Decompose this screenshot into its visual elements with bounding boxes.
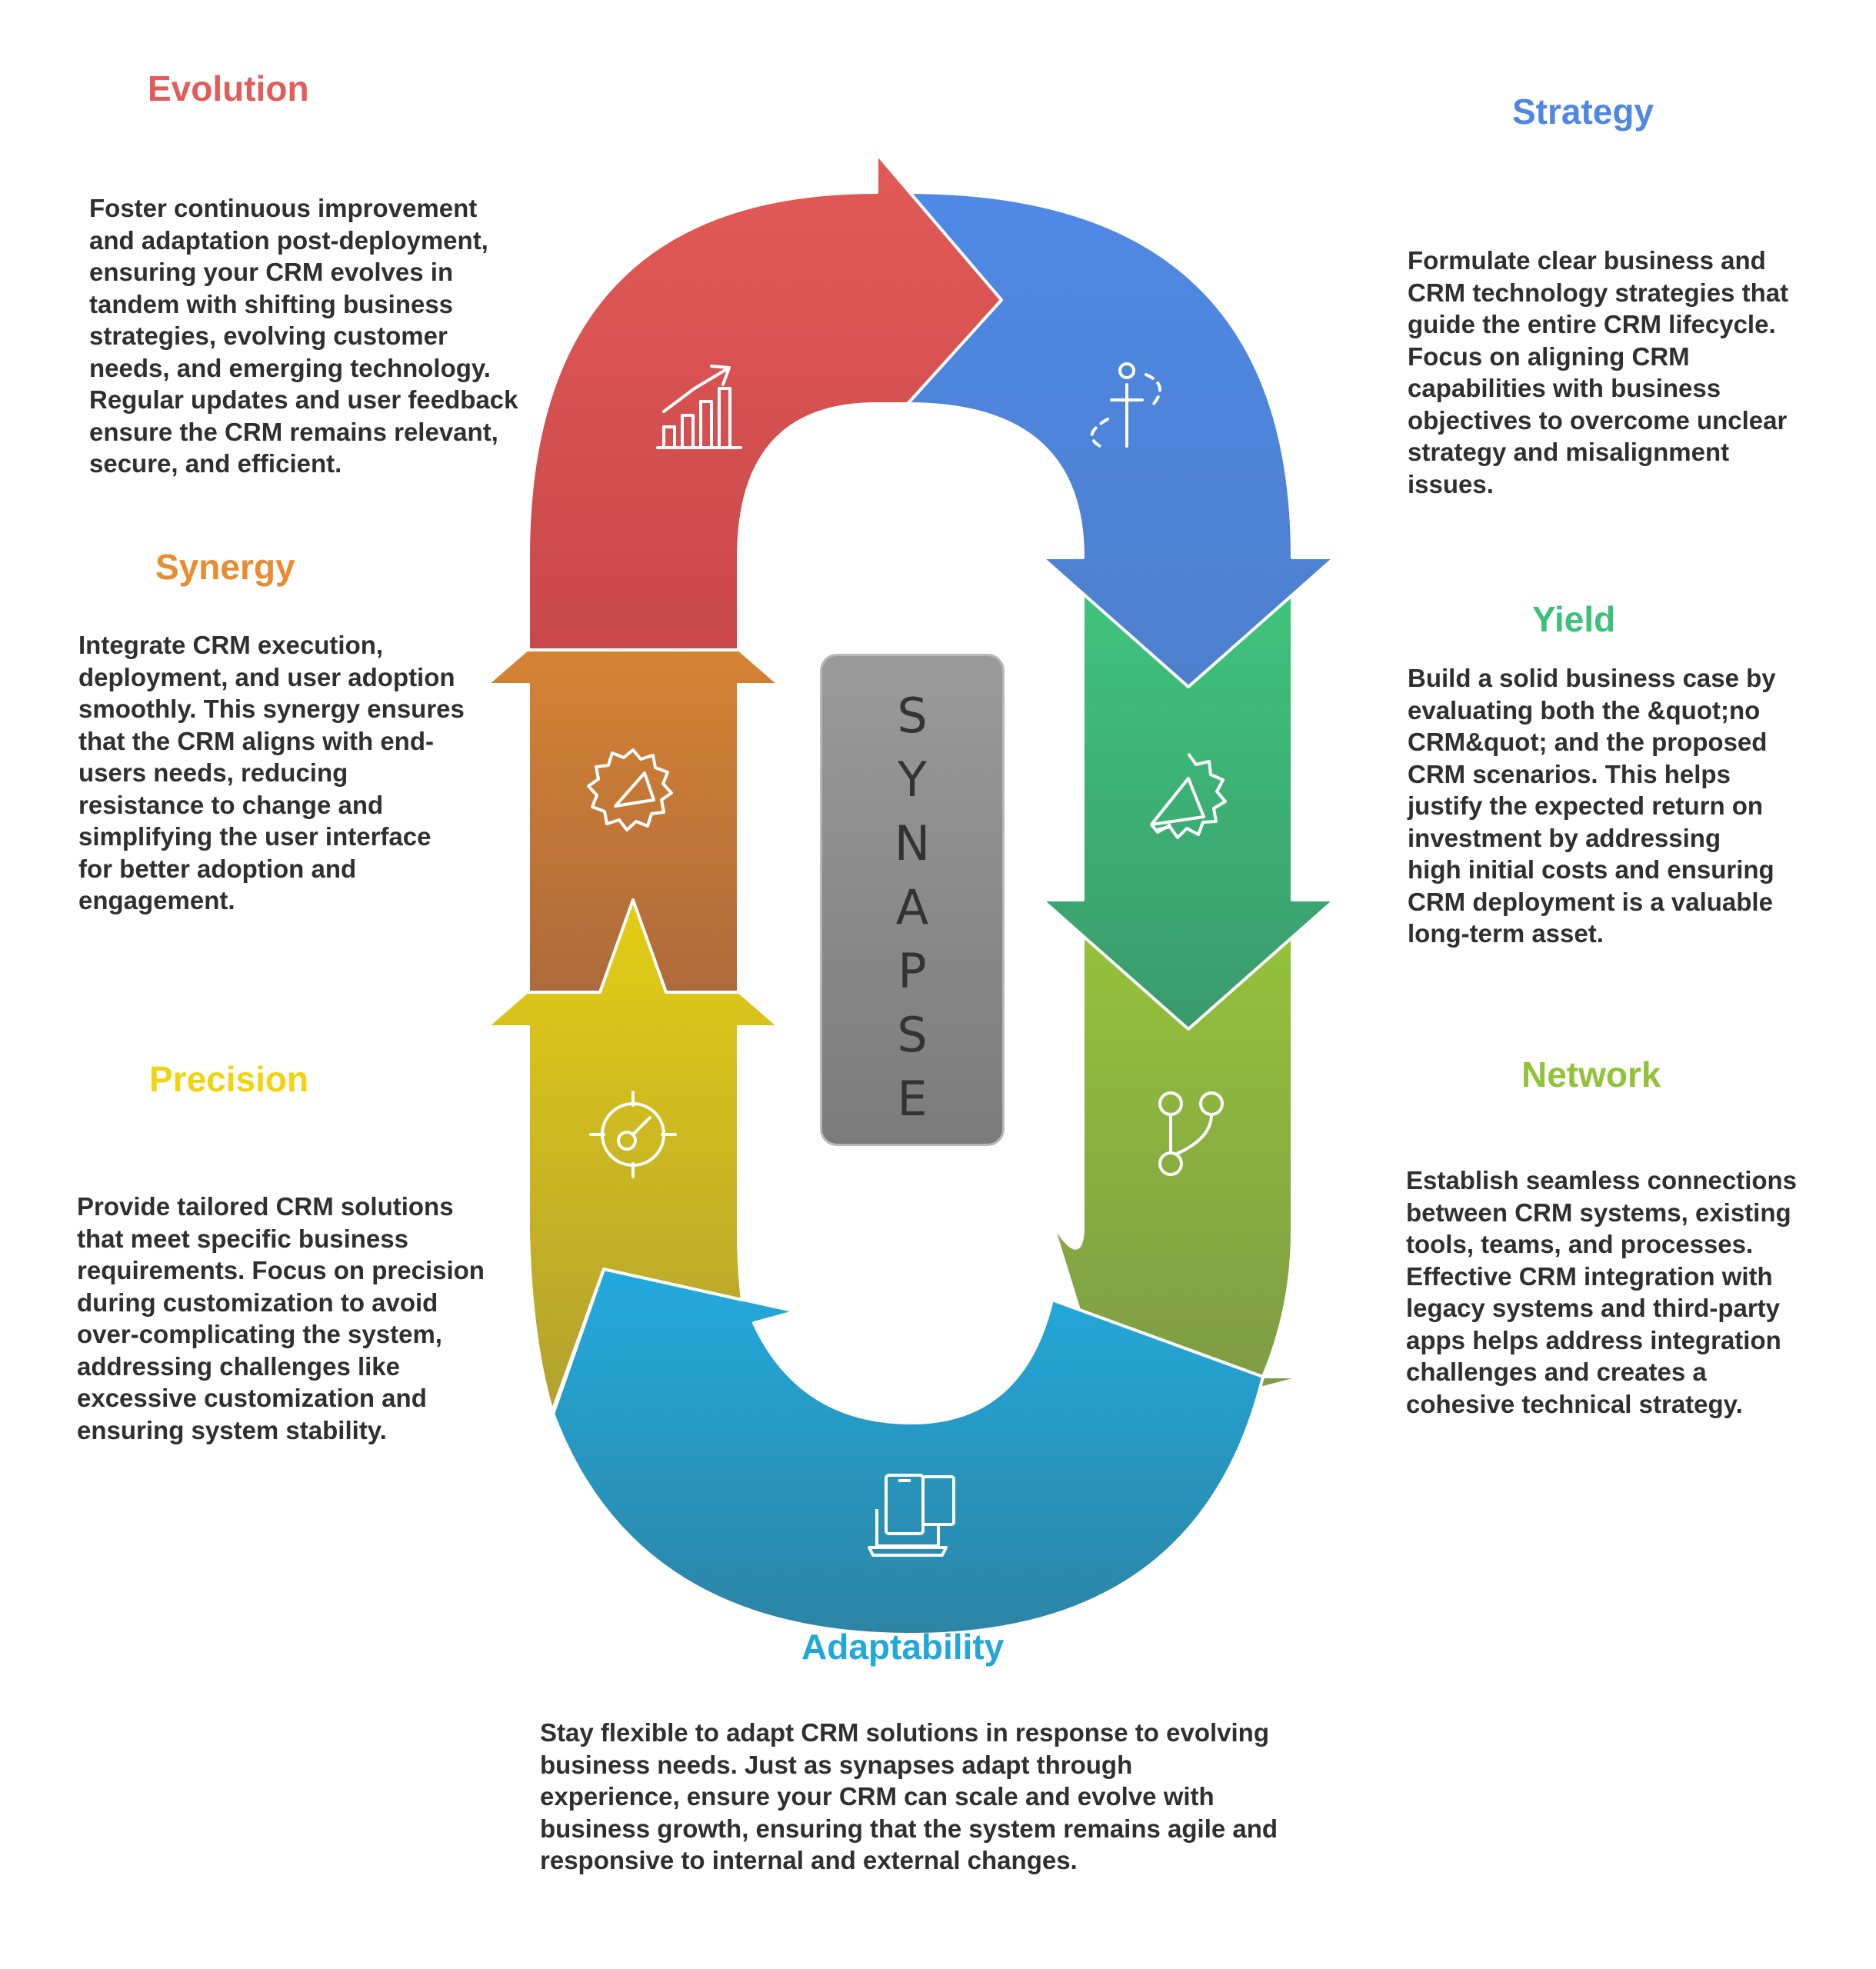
synapse-letter: Y xyxy=(898,751,927,808)
yield-description: Build a solid business case by evaluatin… xyxy=(1408,664,1776,948)
network-title: Network xyxy=(1521,1054,1661,1094)
evolution-arrow-segment xyxy=(527,152,1003,651)
precision-description: Provide tailored CRM solutions that meet… xyxy=(77,1192,485,1444)
strategy-arrow-segment xyxy=(906,191,1336,688)
synapse-letter: A xyxy=(895,879,929,935)
synapse-letter: E xyxy=(897,1071,928,1127)
synapse-letter: P xyxy=(898,943,927,999)
adaptability-description: Stay flexible to adapt CRM solutions in … xyxy=(540,1718,1278,1874)
megaphone-badge-icon xyxy=(1150,752,1227,839)
precision-title: Precision xyxy=(149,1059,309,1099)
strategy-description: Formulate clear business and CRM technol… xyxy=(1408,246,1789,498)
synergy-description: Integrate CRM execution, deployment, and… xyxy=(78,631,465,915)
network-arrow-segment xyxy=(1051,933,1305,1428)
branch-icon xyxy=(1158,1091,1224,1176)
yield-title: Yield xyxy=(1532,599,1616,639)
devices-icon xyxy=(868,1474,955,1557)
growth-chart-icon xyxy=(656,365,742,449)
yield-arrow-segment xyxy=(1041,591,1336,1031)
evolution-description: Foster continuous improvement and adapta… xyxy=(89,194,518,478)
direction-arrow-icon xyxy=(1090,362,1161,448)
network-description: Establish seamless connections between C… xyxy=(1406,1166,1798,1418)
adaptability-title: Adaptability xyxy=(801,1627,1005,1667)
synapse-letter: S xyxy=(897,688,928,744)
strategy-title: Strategy xyxy=(1512,92,1654,132)
synapse-letter: N xyxy=(894,815,931,871)
precision-arrow-segment xyxy=(485,898,781,1413)
adaptability-arrow-segment xyxy=(537,1268,1265,1636)
target-icon xyxy=(589,1091,677,1178)
evolution-title: Evolution xyxy=(148,68,309,108)
gear-megaphone-icon xyxy=(587,748,673,831)
synergy-title: Synergy xyxy=(155,547,295,587)
synapse-letter: S xyxy=(897,1007,928,1063)
